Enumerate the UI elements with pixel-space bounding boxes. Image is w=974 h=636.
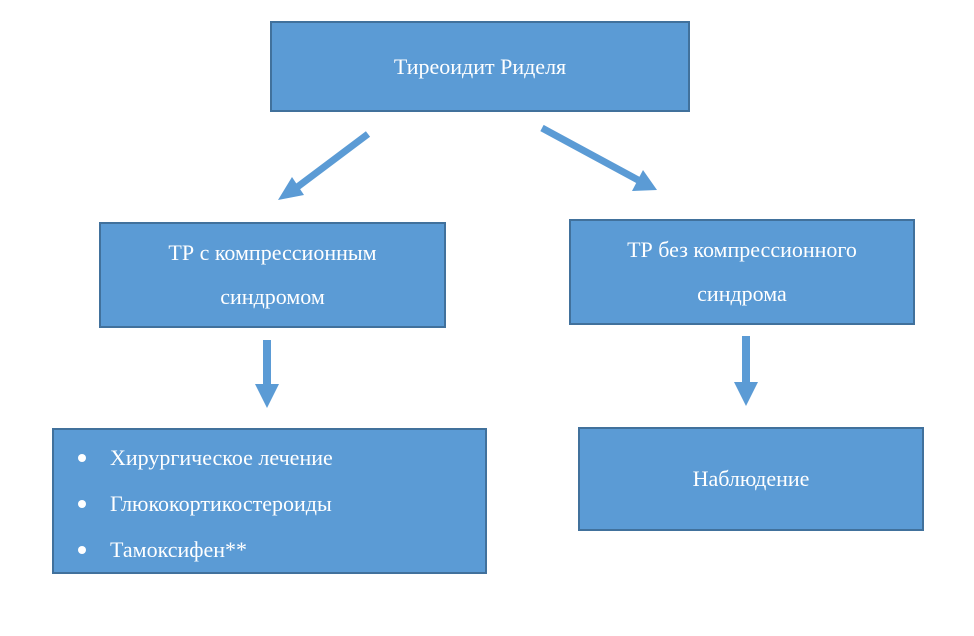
list-item: Тамоксифен** xyxy=(76,527,333,573)
bullet-icon xyxy=(78,500,86,508)
list-item-label: Тамоксифен** xyxy=(110,537,248,562)
node-label: Наблюдение xyxy=(692,466,810,491)
node-label-line-2: синдромом xyxy=(220,284,325,309)
arrow-left-to-treatment xyxy=(255,340,279,408)
arrow-root-to-left xyxy=(278,131,371,200)
bullet-icon xyxy=(78,454,86,462)
arrow-right-to-observation xyxy=(734,336,758,406)
node-without-compression: ТР без компрессионного синдрома xyxy=(569,219,915,325)
node-observation: Наблюдение xyxy=(578,427,924,531)
node-riedel-thyroiditis: Тиреоидит Риделя xyxy=(270,21,690,112)
treatment-list: Хирургическое лечение Глюкокортикостерои… xyxy=(54,430,333,573)
list-item-label: Глюкокортикостероиды xyxy=(110,491,332,516)
node-label-line-1: ТР с компрессионным xyxy=(168,240,377,265)
node-with-compression: ТР с компрессионным синдромом xyxy=(99,222,446,328)
bullet-icon xyxy=(78,546,86,554)
node-label-line-1: ТР без компрессионного xyxy=(627,237,857,262)
node-treatment-options: Хирургическое лечение Глюкокортикостерои… xyxy=(52,428,487,574)
node-label: Тиреоидит Риделя xyxy=(393,53,567,79)
arrow-root-to-right xyxy=(540,124,657,191)
node-label-line-2: синдрома xyxy=(697,281,787,306)
list-item-label: Хирургическое лечение xyxy=(110,445,333,470)
list-item: Хирургическое лечение xyxy=(76,435,333,481)
list-item: Глюкокортикостероиды xyxy=(76,481,333,527)
